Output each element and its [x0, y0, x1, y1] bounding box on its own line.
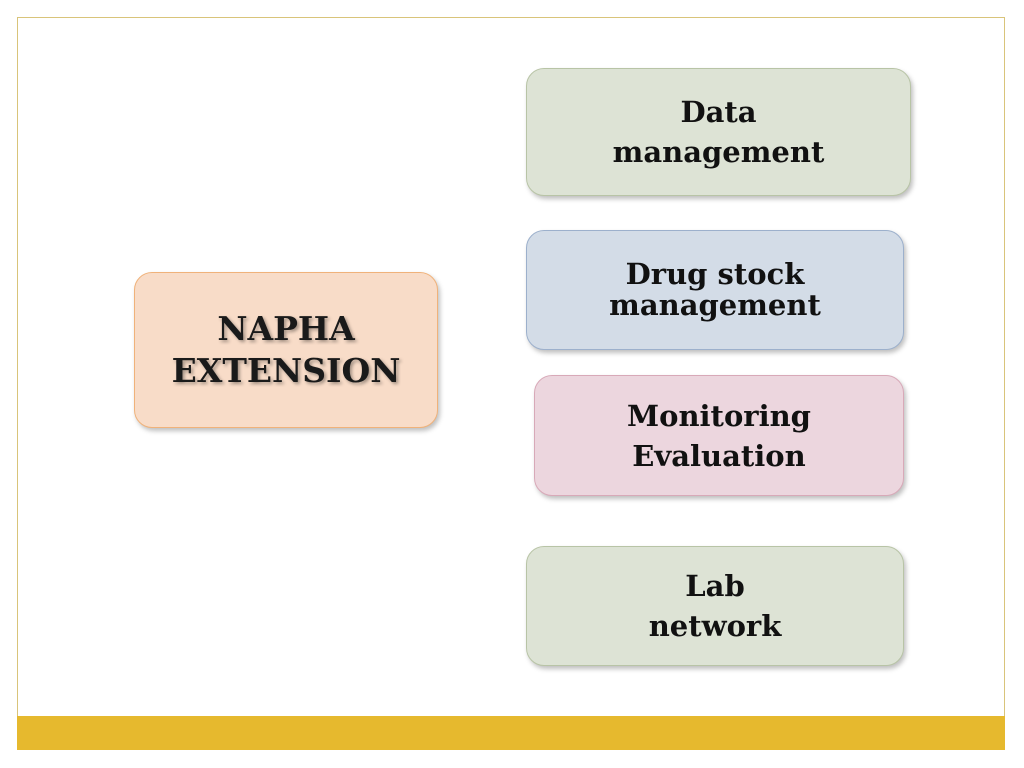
node-label-line2: management	[612, 135, 825, 169]
drug-stock-management-node: Drug stock management	[526, 230, 904, 350]
node-label-line2: network	[648, 609, 782, 643]
node-label-line1: Drug stock	[625, 257, 805, 291]
node-label-line2: EXTENSION	[171, 351, 401, 390]
bottom-accent-bar	[17, 716, 1005, 750]
node-label-line1: Lab	[685, 569, 745, 603]
node-label-line1: NAPHA	[217, 309, 355, 348]
node-label-line2: Evaluation	[632, 438, 806, 473]
lab-network-node: Lab network	[526, 546, 904, 666]
data-management-node: Data management	[526, 68, 911, 196]
napha-extension-node: NAPHA EXTENSION	[134, 272, 438, 428]
node-label-line1: Data	[680, 95, 757, 129]
monitoring-evaluation-node: Monitoring Evaluation	[534, 375, 904, 496]
node-label-line1: Monitoring	[627, 398, 811, 433]
node-label-line2: management	[609, 288, 821, 322]
